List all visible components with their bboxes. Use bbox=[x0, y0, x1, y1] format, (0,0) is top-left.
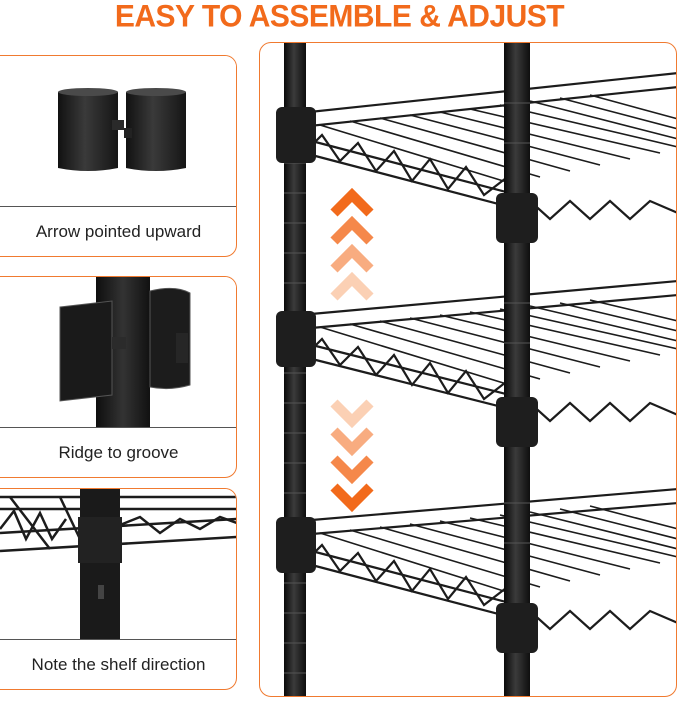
card-divider bbox=[0, 639, 236, 640]
feature-card-ridge: Ridge to groove bbox=[0, 276, 237, 478]
left-pole bbox=[276, 43, 316, 696]
card-caption: Note the shelf direction bbox=[31, 655, 206, 674]
shelving-unit-illustration bbox=[259, 42, 677, 697]
feature-card-sleeve: Arrow pointed upward bbox=[0, 55, 237, 257]
shelf-bottom bbox=[299, 488, 676, 631]
card-divider bbox=[0, 427, 236, 428]
page-title: EASY TO ASSEMBLE & ADJUST bbox=[114, 0, 565, 34]
sleeve-clip-icon bbox=[0, 56, 236, 206]
card-caption: Ridge to groove bbox=[58, 443, 179, 462]
shelf-middle bbox=[299, 280, 676, 423]
right-pole bbox=[496, 43, 538, 696]
card-divider bbox=[0, 206, 236, 207]
down-arrows-icon bbox=[330, 399, 374, 513]
shelf-corner-icon bbox=[0, 489, 236, 639]
card-caption: Arrow pointed upward bbox=[35, 222, 202, 241]
shelf-top bbox=[299, 72, 676, 221]
clip-on-pole-icon bbox=[0, 277, 236, 427]
feature-card-direction: Note the shelf direction bbox=[0, 488, 237, 690]
up-arrows-icon bbox=[330, 187, 374, 301]
